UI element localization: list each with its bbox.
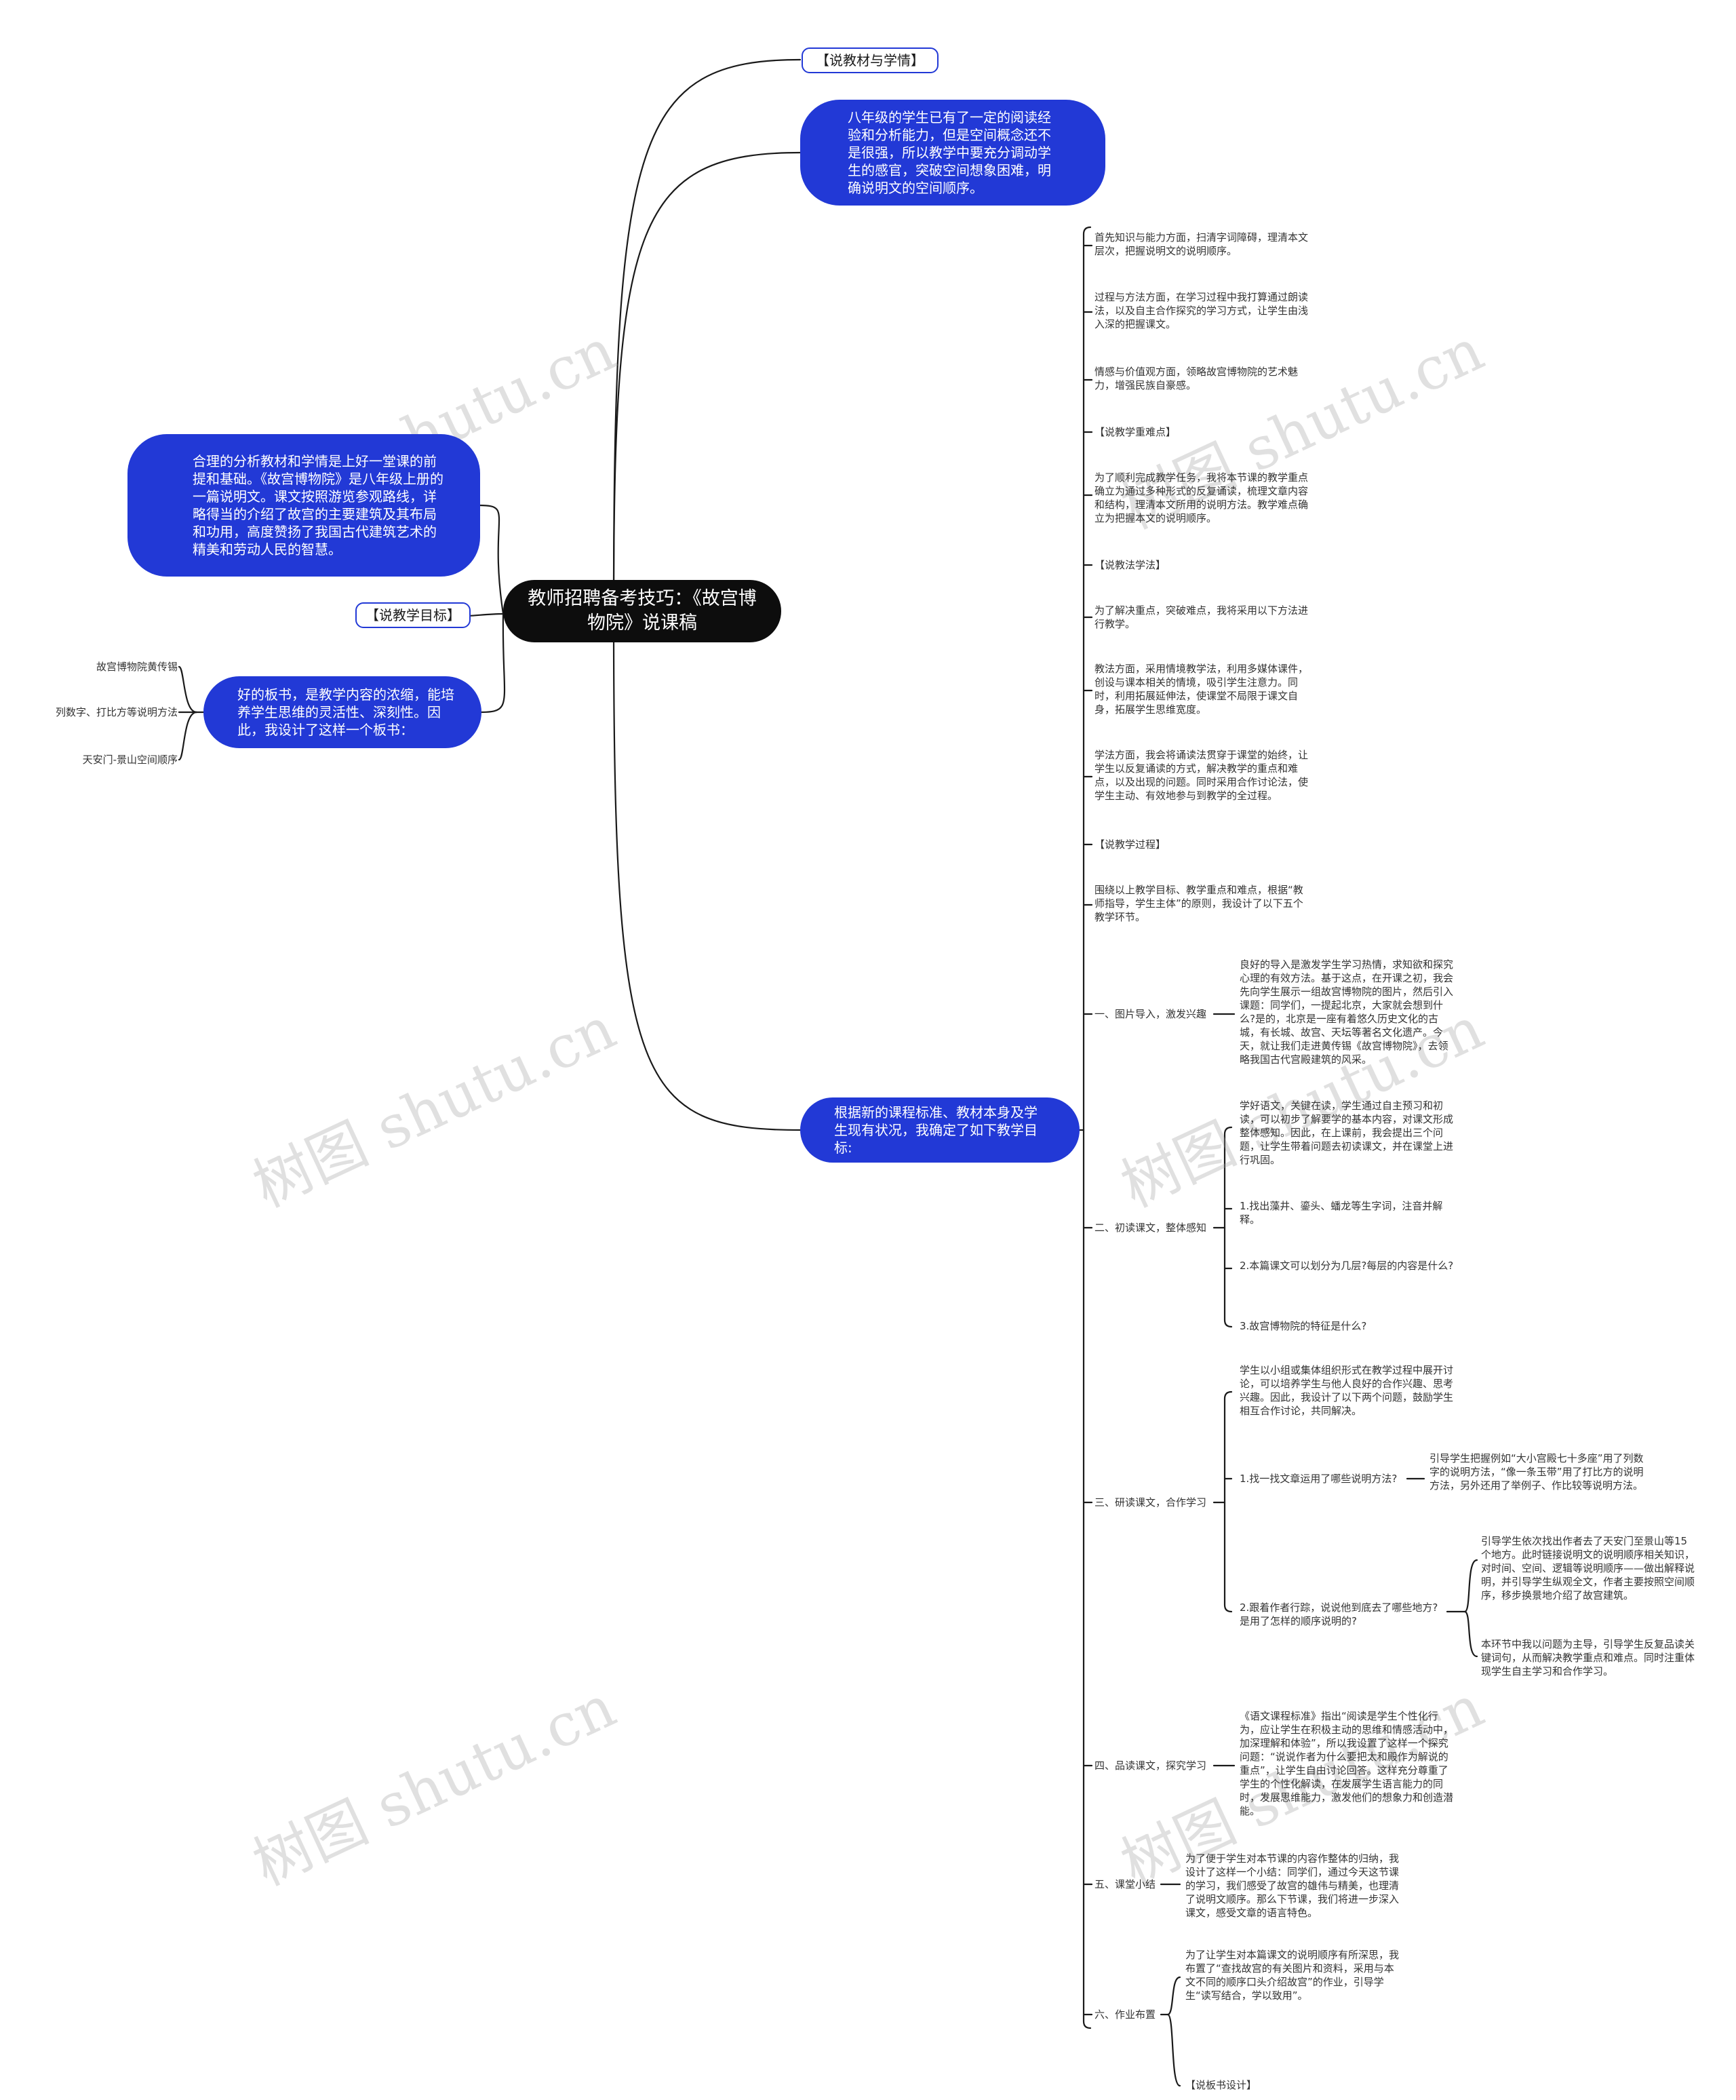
goal-tag[interactable]: 【说教学目标】 <box>355 602 471 628</box>
goals-bubble[interactable]: 根据新的课程标准、教材本身及学生现有状况，我确定了如下教学目标: <box>800 1097 1080 1163</box>
step-detail[interactable]: 2.本篇课文可以划分为几层?每层的内容是什么? <box>1240 1260 1454 1272</box>
section-heading[interactable]: 【说教法学法】 <box>1094 559 1166 571</box>
section-heading[interactable]: 【说板书设计】 <box>1185 2079 1257 2091</box>
board-bubble[interactable]: 好的板书，是教学内容的浓缩，能培养学生思维的灵活性、深刻性。因此，我设计了这样一… <box>203 676 481 748</box>
question[interactable]: 1.找一找文章运用了哪些说明方法? <box>1240 1473 1398 1485</box>
section-heading[interactable]: 【说教学重难点】 <box>1094 426 1177 438</box>
step-detail[interactable]: 为了便于学生对本节课的内容作整体的归纳，我设计了这样一个小结：同学们，通过今天这… <box>1185 1852 1400 1919</box>
goal-item[interactable]: 学法方面，我会将诵读法贯穿于课堂的始终，让学生以反复诵读的方式，解决教学的重点和… <box>1094 749 1309 802</box>
analysis-text: 合理的分析教材和学情是上好一堂课的前提和基础。《故宫博物院》是八年级上册的一篇说… <box>193 453 443 558</box>
answer[interactable]: 引导学生依次找出作者去了天安门至景山等15个地方。此时链接说明文的说明顺序相关知… <box>1481 1535 1695 1601</box>
root-node[interactable]: 教师招聘备考技巧：《故宫博物院》说课稿 <box>503 580 781 642</box>
step-label[interactable]: 五、课堂小结 <box>1094 1878 1156 1890</box>
section-heading[interactable]: 【说教学过程】 <box>1094 838 1166 851</box>
board-text: 好的板书，是教学内容的浓缩，能培养学生思维的灵活性、深刻性。因此，我设计了这样一… <box>237 686 454 738</box>
goal-item[interactable]: 首先知识与能力方面，扫清字词障碍，理清本文层次，把握说明文的说明顺序。 <box>1094 231 1309 257</box>
step-detail[interactable]: 学好语文，关键在读，学生通过自主预习和初读，可以初步了解要学的基本内容，对课文形… <box>1240 1100 1454 1166</box>
goal-item[interactable]: 过程与方法方面，在学习过程中我打算通过朗读法，以及自主合作探究的学习方式，让学生… <box>1094 291 1309 330</box>
step-detail[interactable]: 良好的导入是激发学生学习热情，求知欲和探究心理的有效方法。基于这点，在开课之初，… <box>1240 958 1454 1066</box>
answer[interactable]: 引导学生把握例如“大小宫殿七十多座”用了列数字的说明方法，“像一条玉带”用了打比… <box>1429 1452 1644 1492</box>
goal-item[interactable]: 情感与价值观方面，领略故宫博物院的艺术魅力，增强民族自豪感。 <box>1094 366 1299 391</box>
students-bubble[interactable]: 八年级的学生已有了一定的阅读经验和分析能力，但是空间概念还不是很强，所以教学中要… <box>800 100 1105 206</box>
materials-tag[interactable]: 【说教材与学情】 <box>802 47 939 73</box>
step-label[interactable]: 四、品读课文，探究学习 <box>1094 1759 1207 1772</box>
answer[interactable]: 本环节中我以问题为主导，引导学生反复品读关键词句，从而解决教学重点和难点。同时注… <box>1481 1638 1695 1677</box>
step-detail[interactable]: 学生以小组或集体组织形式在教学过程中展开讨论，可以培养学生与他人良好的合作兴趣、… <box>1240 1364 1454 1417</box>
goal-item[interactable]: 教法方面，采用情境教学法，利用多媒体课件，创设与课本相关的情境，吸引学生注意力。… <box>1094 663 1309 716</box>
board-item[interactable]: 列数字、打比方等说明方法 <box>55 706 178 718</box>
students-text: 八年级的学生已有了一定的阅读经验和分析能力，但是空间概念还不是很强，所以教学中要… <box>848 109 1051 196</box>
step-label[interactable]: 三、研读课文，合作学习 <box>1094 1496 1207 1509</box>
step-label[interactable]: 一、图片导入，激发兴趣 <box>1094 1008 1207 1020</box>
goals-text: 根据新的课程标准、教材本身及学生现有状况，我确定了如下教学目标: <box>834 1104 1038 1156</box>
question[interactable]: 2.跟着作者行踪，说说他到底去了哪些地方?是用了怎样的顺序说明的? <box>1240 1601 1438 1627</box>
goal-item[interactable]: 为了顺利完成教学任务，我将本节课的教学重点确立为通过多种形式的反复诵读，梳理文章… <box>1094 471 1309 524</box>
board-item[interactable]: 故宫博物院黄传锡 <box>96 661 178 673</box>
analysis-bubble[interactable]: 合理的分析教材和学情是上好一堂课的前提和基础。《故宫博物院》是八年级上册的一篇说… <box>127 434 480 577</box>
step-detail[interactable]: 为了让学生对本篇课文的说明顺序有所深思，我布置了“查找故宫的有关图片和资料，采用… <box>1185 1949 1400 2002</box>
step-label[interactable]: 六、作业布置 <box>1094 2008 1156 2021</box>
goal-item[interactable]: 为了解决重点，突破难点，我将采用以下方法进行教学。 <box>1094 604 1309 630</box>
board-item[interactable]: 天安门-景山空间顺序 <box>82 754 178 766</box>
step-detail[interactable]: 《语文课程标准》指出“阅读是学生个性化行为，应让学生在积极主动的思维和情感活动中… <box>1240 1710 1454 1817</box>
step-detail[interactable]: 3.故宫博物院的特征是什么? <box>1240 1320 1367 1332</box>
step-label[interactable]: 二、初读课文，整体感知 <box>1094 1222 1207 1234</box>
goal-item[interactable]: 围绕以上教学目标、教学重点和难点，根据“教师指导，学生主体”的原则，我设计了以下… <box>1094 884 1303 923</box>
step-detail[interactable]: 1.找出藻井、鎏头、蟠龙等生字词，注音并解释。 <box>1240 1200 1443 1226</box>
